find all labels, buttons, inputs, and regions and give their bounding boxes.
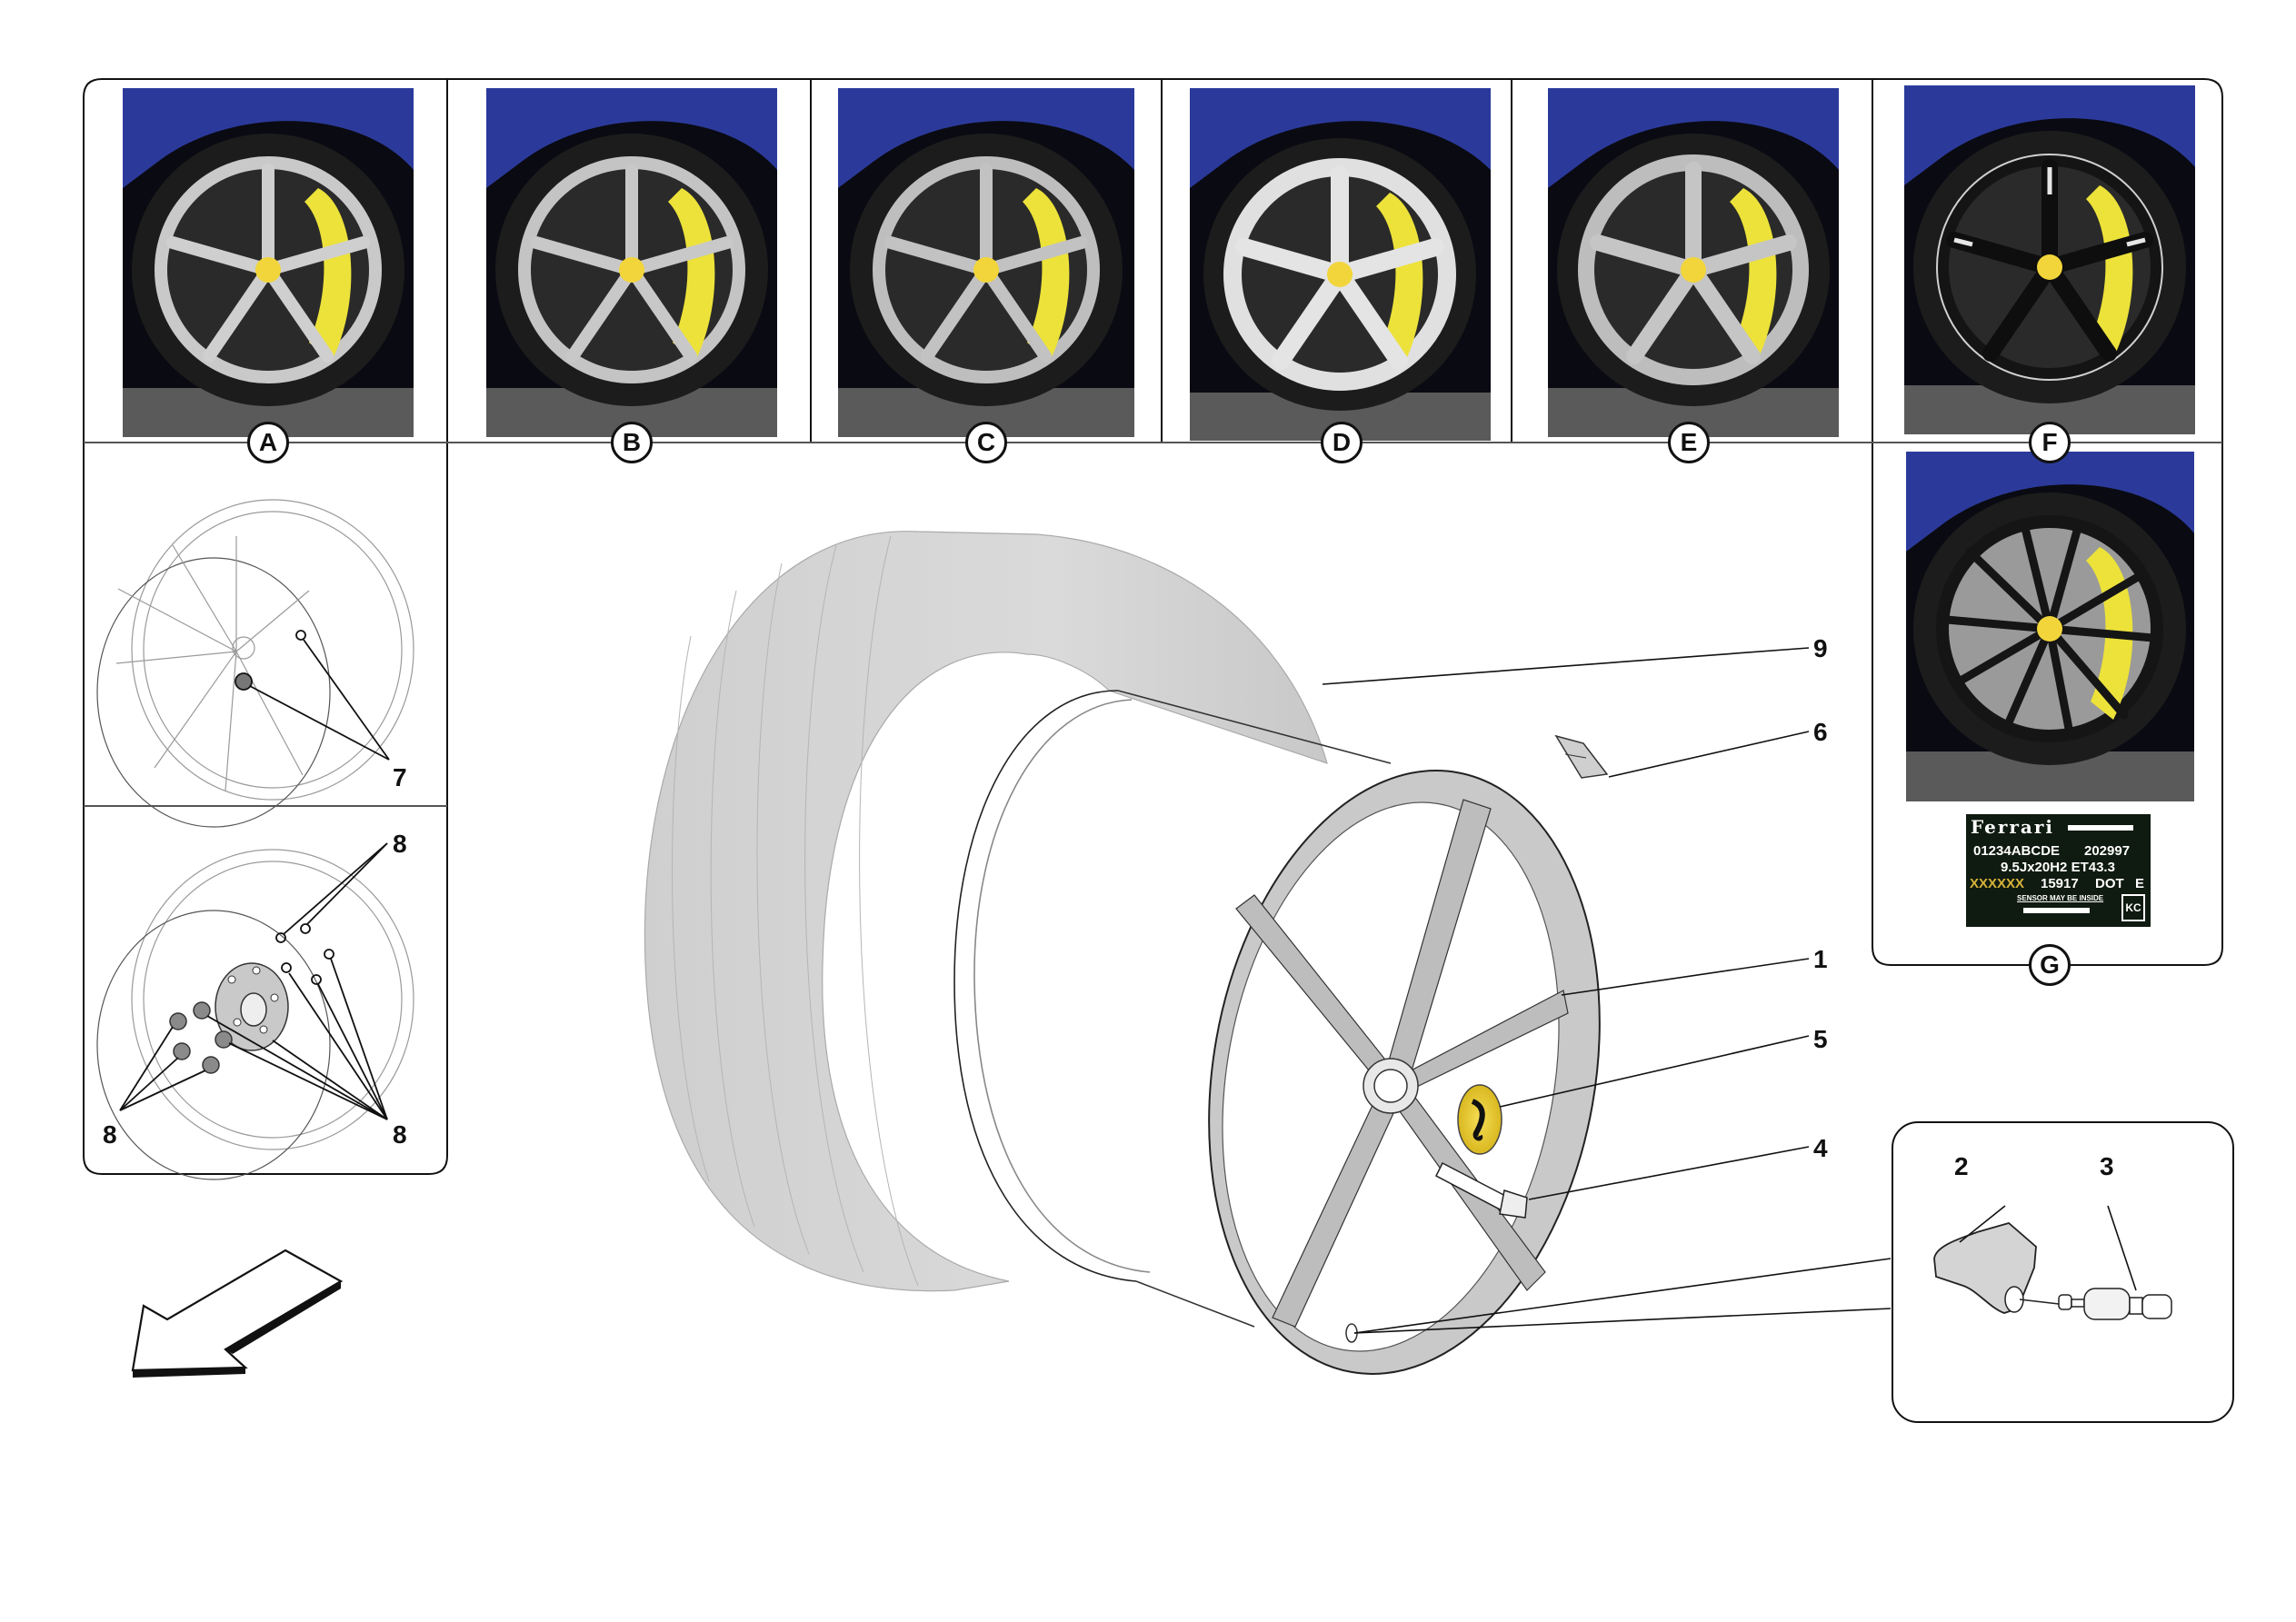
detail-b-leaders [119, 842, 388, 1120]
valve-hole-marker [295, 630, 306, 641]
variant-d-photo[interactable] [1190, 88, 1491, 441]
variant-e-photo[interactable] [1548, 88, 1839, 437]
label-date-code: 202997 [2084, 843, 2131, 859]
front-of-vehicle-arrow-icon [131, 1249, 344, 1378]
wheel-photo-icon [1548, 88, 1839, 437]
balance-weight-drawing [1554, 734, 1609, 779]
wheel-photo-icon [1904, 85, 2195, 434]
callout-9[interactable]: 9 [1813, 634, 1828, 662]
wheel-photo-icon [838, 88, 1134, 437]
detail-a-leaders [235, 630, 390, 761]
variant-b-marker[interactable]: B [611, 422, 653, 463]
wheel-bolt-drawing [1435, 1161, 1528, 1219]
variant-b-photo[interactable] [486, 88, 777, 437]
label-blank-bar [2068, 825, 2133, 831]
detail-a-rim-drawing [96, 499, 414, 828]
callout-1[interactable]: 1 [1813, 945, 1828, 973]
label-blank-bar-2 [2023, 908, 2090, 913]
callout-5[interactable]: 5 [1813, 1025, 1828, 1053]
label-part-number: 01234ABCDE [1973, 843, 2061, 859]
callout-6[interactable]: 6 [1813, 718, 1828, 746]
wheel-photo-icon [486, 88, 777, 437]
wheel-label-plate: Ferrari 01234ABCDE 202997 9.5Jx20H2 ET43… [1966, 814, 2151, 927]
variant-d-marker[interactable]: D [1321, 422, 1363, 463]
variant-g-marker[interactable]: G [2029, 944, 2071, 986]
rim-barrel-drawing [953, 690, 1392, 1328]
hubcap-drawing [1457, 1084, 1502, 1155]
kc-cert-icon: KC [2121, 894, 2145, 921]
label-brand: Ferrari [1971, 816, 2054, 838]
variants-frame [83, 78, 2223, 1175]
valve-drawing [2019, 1205, 2172, 1320]
label-code: XXXXXX [1970, 876, 2025, 891]
label-dot: DOT [2095, 876, 2124, 891]
variant-g-photo[interactable] [1906, 452, 2194, 801]
main-leaders [1322, 647, 1892, 1334]
detail-b-hub [215, 962, 289, 1051]
callout-7[interactable]: 7 [393, 763, 407, 791]
wheel-photo-icon [1906, 452, 2194, 801]
detail-b-nuts [169, 1001, 233, 1074]
label-number: 15917 [2041, 876, 2079, 891]
detail-b-rim-drawing [96, 849, 414, 1180]
callout-8-left[interactable]: 8 [103, 1120, 117, 1149]
callout-3[interactable]: 3 [2100, 1152, 2114, 1180]
label-size-spec: 9.5Jx20H2 ET43.3 [2001, 860, 2115, 875]
callout-4[interactable]: 4 [1813, 1134, 1828, 1162]
variant-f-photo[interactable] [1904, 85, 2195, 434]
callout-8-right[interactable]: 8 [393, 1120, 407, 1149]
variant-c-marker[interactable]: C [965, 422, 1007, 463]
label-e-mark: E [2135, 876, 2145, 891]
wheel-photo-icon [123, 88, 414, 437]
rim-face-drawing [1208, 770, 1601, 1375]
label-sensor-note: SENSOR MAY BE INSIDE [2017, 894, 2104, 902]
variant-a-photo[interactable] [123, 88, 414, 437]
callout-8-top[interactable]: 8 [393, 830, 407, 858]
sensor-detail-frame [1892, 1121, 2234, 1423]
leader-2 [1959, 1205, 2006, 1243]
tyre-drawing [644, 531, 1328, 1292]
callout-2[interactable]: 2 [1954, 1152, 1969, 1180]
leader-3 [2107, 1205, 2137, 1291]
variant-e-marker[interactable]: E [1668, 422, 1710, 463]
tpms-sensor-drawing [1933, 1205, 2037, 1314]
wheel-photo-icon [1190, 88, 1491, 441]
variant-a-marker[interactable]: A [247, 422, 289, 463]
variant-f-marker[interactable]: F [2029, 422, 2071, 463]
nut-marker [235, 672, 253, 691]
variant-c-photo[interactable] [838, 88, 1134, 437]
